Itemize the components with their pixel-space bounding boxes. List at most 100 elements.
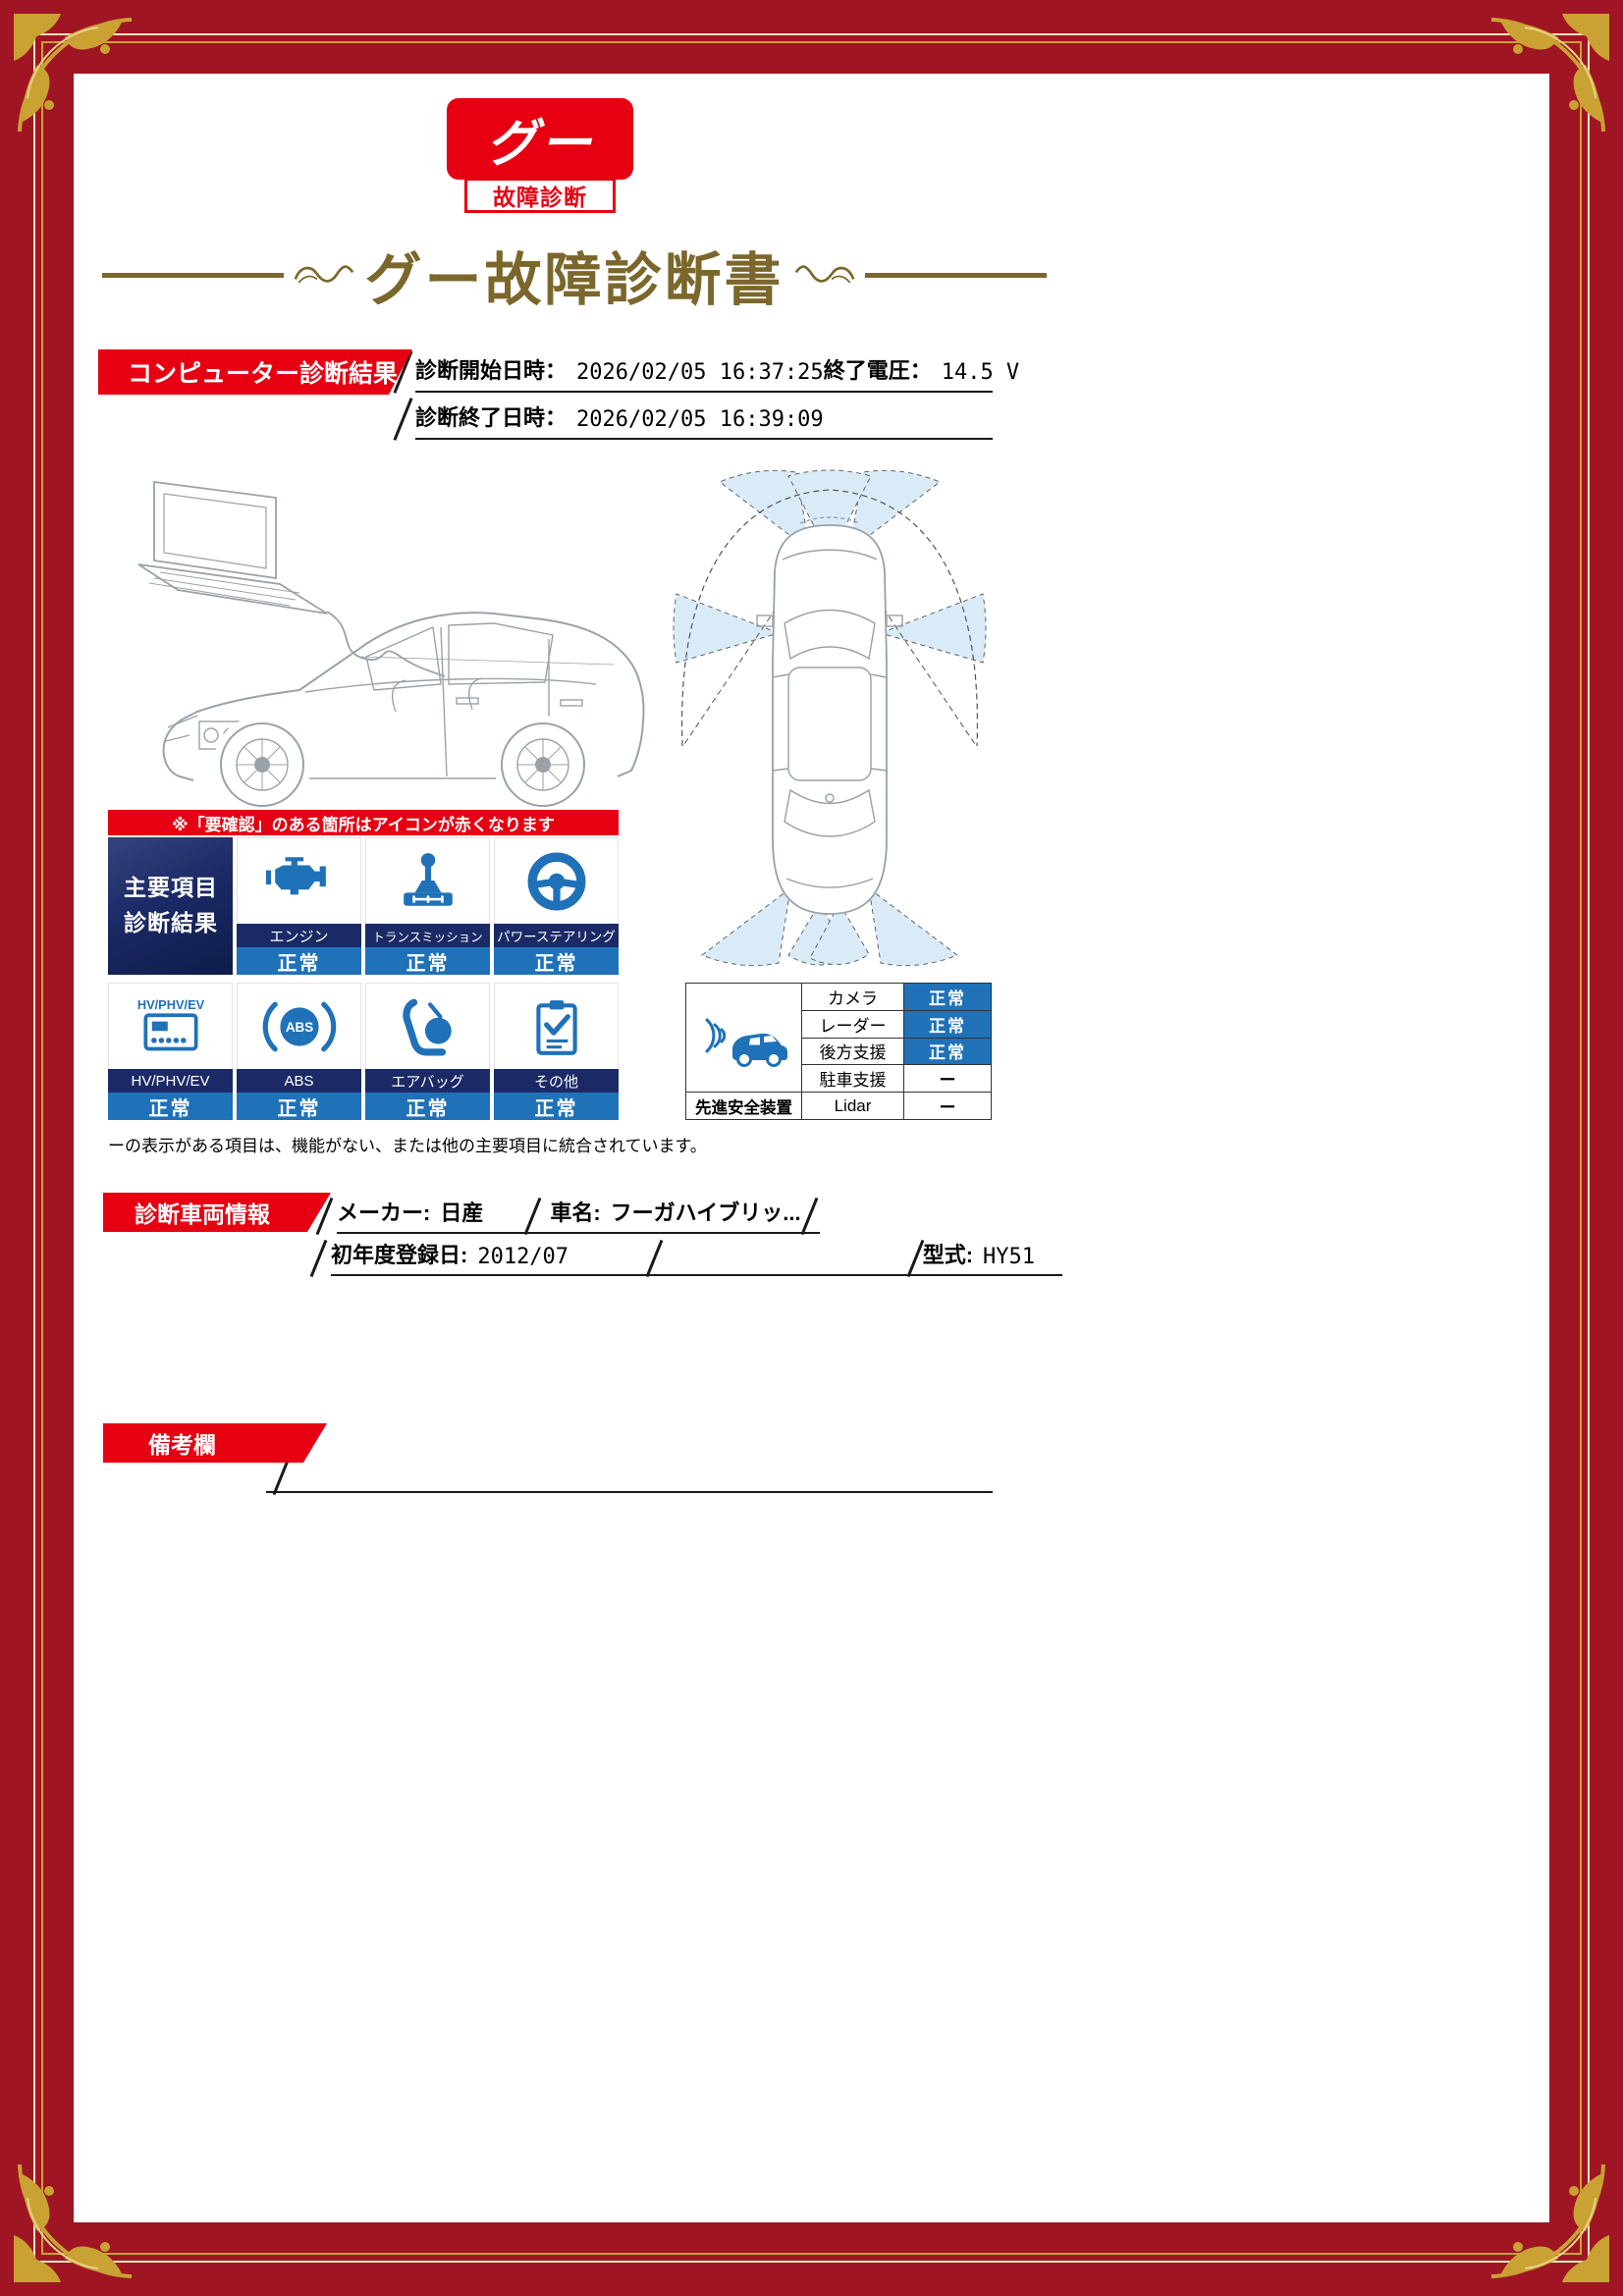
result-label: トランスミッション bbox=[365, 924, 490, 947]
report-title-row: グー故障診断書 bbox=[93, 239, 1055, 312]
abs-icon: ABS bbox=[237, 983, 361, 1069]
result-cell-engine: エンジン 正常 bbox=[237, 837, 361, 975]
adas-row-label: レーダー bbox=[802, 1010, 904, 1038]
adas-row: 後方支援 正常 bbox=[802, 1038, 991, 1066]
result-label: エアバッグ bbox=[365, 1069, 490, 1093]
section-vehicle-info-label: 診断車両情報 bbox=[135, 1201, 270, 1227]
maker-label: メーカー: bbox=[337, 1201, 431, 1225]
result-cell-airbag: エアバッグ 正常 bbox=[365, 983, 490, 1120]
rule-slash bbox=[393, 398, 413, 441]
goo-logo-subtitle-badge: 故障診断 bbox=[464, 178, 616, 213]
end-voltage-value: 14.5 V bbox=[941, 360, 1020, 385]
result-cell-hv: HV/PHV/EV HV/PHV/EV 正常 bbox=[108, 983, 233, 1120]
result-cell-other: その他 正常 bbox=[494, 983, 619, 1120]
adas-row-status: 正常 bbox=[904, 984, 991, 1010]
result-label: パワーステアリング bbox=[494, 924, 619, 947]
adas-row-label: 駐車支援 bbox=[802, 1065, 904, 1093]
section-computer-diagnosis: コンピューター診断結果 bbox=[98, 349, 412, 395]
result-cell-power-steering: パワーステアリング 正常 bbox=[494, 837, 619, 975]
section-computer-diagnosis-label: コンピューター診断結果 bbox=[128, 360, 399, 388]
diagnosis-start-value: 2026/02/05 16:37:25 bbox=[576, 360, 824, 385]
result-status: 正常 bbox=[365, 1093, 490, 1120]
hv-icon-text: HV/PHV/EV bbox=[136, 996, 204, 1011]
model-code-label: 型式: bbox=[922, 1243, 974, 1267]
main-results-header-cell: 主要項目 診断結果 bbox=[108, 837, 233, 975]
adas-row-label: カメラ bbox=[802, 984, 904, 1010]
result-status: 正常 bbox=[108, 1093, 233, 1120]
result-status: 正常 bbox=[494, 947, 619, 975]
adas-row-status: ー bbox=[904, 1093, 991, 1119]
car-name-value: フーガハイブリッ... bbox=[610, 1201, 801, 1225]
adas-row-label: Lidar bbox=[802, 1093, 904, 1119]
adas-row-status: ー bbox=[904, 1065, 991, 1093]
diagnosis-end-value: 2026/02/05 16:39:09 bbox=[576, 407, 824, 432]
page-title: グー故障診断書 bbox=[364, 248, 784, 312]
corner-ornament-icon bbox=[14, 2163, 133, 2282]
clipboard-check-icon bbox=[494, 983, 619, 1069]
adas-row: 駐車支援 ー bbox=[802, 1065, 991, 1094]
adas-title: 先進安全装置 bbox=[686, 1092, 801, 1119]
car-name-label: 車名: bbox=[550, 1201, 601, 1225]
main-results-grid: 主要項目 診断結果 エンジン 正常 bbox=[108, 837, 619, 1120]
alert-note-bar: ※「要確認」のある箇所はアイコンが赤くなります bbox=[108, 810, 619, 835]
result-status: 正常 bbox=[365, 947, 490, 975]
corner-ornament-icon bbox=[14, 14, 133, 133]
title-rule-left bbox=[102, 272, 285, 278]
result-status: 正常 bbox=[237, 947, 361, 975]
first-registration-label: 初年度登録日: bbox=[331, 1243, 468, 1267]
adas-panel: 先進安全装置 カメラ 正常 レーダー 正常 後方支援 正常 駐車支援 ー bbox=[685, 983, 992, 1120]
main-results-header-line2: 診断結果 bbox=[124, 910, 218, 935]
adas-row: Lidar ー bbox=[802, 1093, 991, 1119]
adas-row: レーダー 正常 bbox=[802, 1010, 991, 1039]
section-vehicle-info: 診断車両情報 bbox=[103, 1193, 331, 1232]
title-flourish-icon bbox=[794, 265, 854, 284]
adas-row-label: 後方支援 bbox=[802, 1038, 904, 1065]
diagnosis-end-row: 診断終了日時： 2026/02/05 16:39:09 bbox=[415, 399, 993, 440]
result-cell-transmission: トランスミッション 正常 bbox=[365, 837, 490, 975]
hv-phv-ev-icon: HV/PHV/EV bbox=[108, 983, 233, 1069]
abs-icon-text: ABS bbox=[285, 1020, 312, 1035]
adas-table: カメラ 正常 レーダー 正常 後方支援 正常 駐車支援 ー Lidar ー bbox=[801, 983, 992, 1120]
result-cell-abs: ABS ABS 正常 bbox=[237, 983, 361, 1120]
grid-footnote: ーの表示がある項目は、機能がない、または他の主要項目に統合されています。 bbox=[108, 1137, 707, 1155]
goo-logo: グー bbox=[447, 98, 633, 180]
adas-icon-cell: 先進安全装置 bbox=[685, 983, 801, 1120]
end-voltage-label: 終了電圧： bbox=[823, 358, 932, 383]
vehicle-row-1: メーカー: 日産 車名: フーガハイブリッ... bbox=[337, 1199, 820, 1234]
first-registration-value: 2012/07 bbox=[477, 1245, 569, 1269]
rule-slash bbox=[309, 1239, 328, 1278]
title-flourish-icon bbox=[295, 265, 354, 284]
laptop-car-illustration bbox=[137, 480, 645, 810]
result-status: 正常 bbox=[237, 1093, 361, 1120]
adas-row: カメラ 正常 bbox=[802, 984, 991, 1011]
result-label: ABS bbox=[237, 1069, 361, 1093]
remarks-line bbox=[266, 1460, 993, 1493]
maker-value: 日産 bbox=[440, 1201, 484, 1225]
adas-car-sensor-icon bbox=[686, 984, 801, 1092]
vehicle-row-2: 初年度登録日: 2012/07 型式: HY51 bbox=[331, 1241, 1062, 1276]
alert-note-text: ※「要確認」のある箇所はアイコンが赤くなります bbox=[172, 815, 555, 834]
result-label: HV/PHV/EV bbox=[108, 1069, 233, 1093]
goo-logo-text: グー bbox=[485, 116, 594, 173]
result-label: その他 bbox=[494, 1069, 619, 1093]
corner-ornament-icon bbox=[1490, 14, 1609, 133]
adas-row-status: 正常 bbox=[904, 1038, 991, 1065]
diagnosis-start-row: 診断開始日時： 2026/02/05 16:37:25 終了電圧： 14.5 V bbox=[415, 351, 1019, 393]
model-code-value: HY51 bbox=[983, 1245, 1035, 1269]
result-label: エンジン bbox=[237, 924, 361, 947]
diagnosis-end-label: 診断終了日時： bbox=[415, 405, 568, 430]
diagnosis-start-label: 診断開始日時： bbox=[415, 358, 568, 383]
title-rule-right bbox=[864, 272, 1047, 278]
section-remarks-label: 備考欄 bbox=[148, 1432, 216, 1458]
transmission-icon bbox=[365, 837, 490, 924]
corner-ornament-icon bbox=[1490, 2163, 1609, 2282]
sensor-coverage-illustration bbox=[673, 469, 987, 967]
airbag-icon bbox=[365, 983, 490, 1069]
steering-wheel-icon bbox=[494, 837, 619, 924]
result-status: 正常 bbox=[494, 1093, 619, 1120]
section-remarks: 備考欄 bbox=[103, 1423, 327, 1463]
adas-row-status: 正常 bbox=[904, 1010, 991, 1038]
goo-logo-subtitle: 故障診断 bbox=[493, 185, 587, 210]
engine-icon bbox=[237, 837, 361, 924]
